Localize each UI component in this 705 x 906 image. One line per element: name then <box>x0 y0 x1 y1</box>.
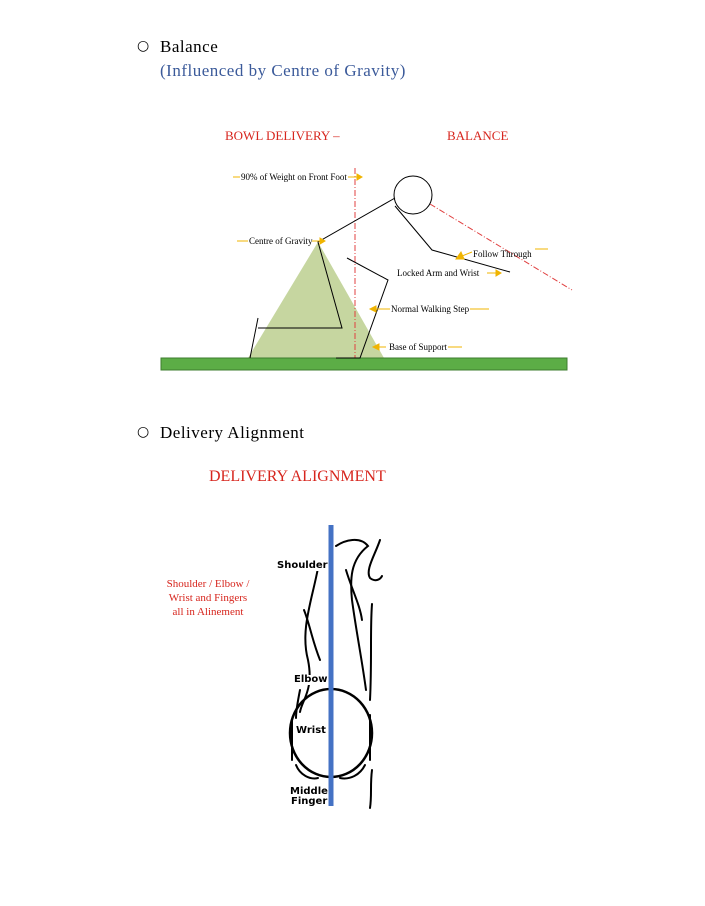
label-locked-arm: Locked Arm and Wrist <box>397 268 480 278</box>
alignment-note: Shoulder / Elbow / Wrist and Fingers all… <box>166 578 250 618</box>
figure-heading-left: BOWL DELIVERY – <box>225 128 340 143</box>
label-base-of-support: Base of Support <box>389 342 447 352</box>
figure-heading-right: BALANCE <box>447 128 509 143</box>
follow-through-line <box>429 203 573 291</box>
arm-label-wrist: Wrist <box>296 725 326 736</box>
section-subtitle-balance: (Influenced by Centre of Gravity) <box>160 61 406 80</box>
label-arrows <box>233 173 548 351</box>
ground-bar <box>160 357 568 371</box>
arm-label-elbow: Elbow <box>294 674 328 685</box>
label-follow-through: Follow Through <box>473 249 532 259</box>
label-centre-of-gravity: Centre of Gravity <box>249 236 313 246</box>
alignment-title: DELIVERY ALIGNMENT <box>209 468 386 485</box>
label-weight: 90% of Weight on Front Foot <box>241 172 347 182</box>
arm-label-shoulder: Shoulder <box>277 560 328 571</box>
bullet-balance: ○ <box>137 38 150 54</box>
base-of-support-triangle <box>248 242 384 358</box>
label-walking-step: Normal Walking Step <box>391 304 470 314</box>
section-title-delivery-alignment: Delivery Alignment <box>160 423 305 442</box>
arm-label-finger: Finger <box>291 796 328 807</box>
bullet-delivery-alignment: ○ <box>137 424 150 440</box>
bowler-figure <box>249 175 511 359</box>
arm-label-middle: Middle <box>290 786 328 797</box>
section-title-balance: Balance <box>160 37 219 56</box>
